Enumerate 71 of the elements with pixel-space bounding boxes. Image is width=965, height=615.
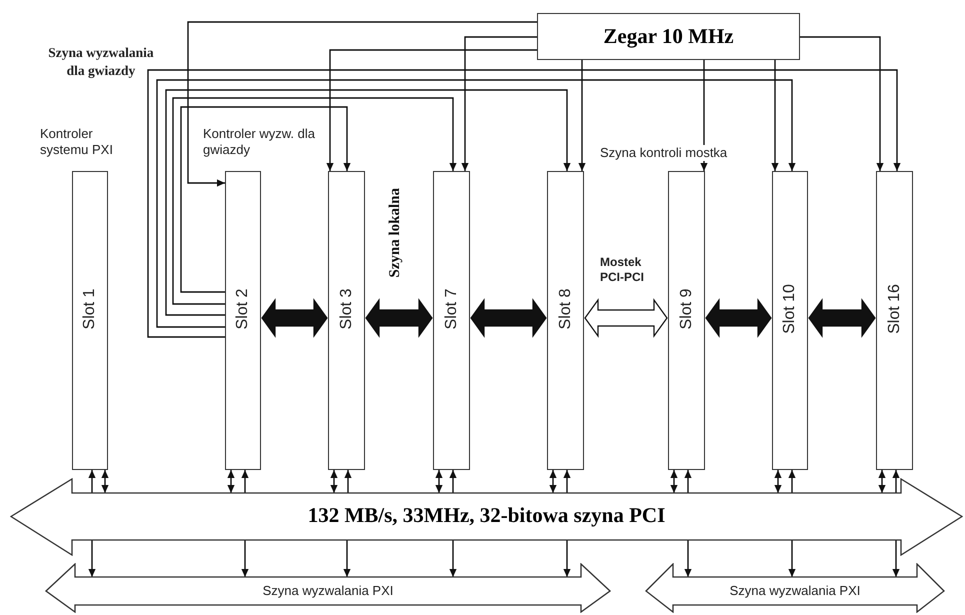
pci-bus — [10, 478, 963, 556]
double-arrow — [470, 298, 547, 338]
slot-label: Slot 7 — [442, 288, 460, 330]
slot-label: Slot 1 — [81, 288, 99, 330]
note: Kontroler wyzw. dla gwiazdy — [203, 126, 316, 158]
slot-box — [328, 171, 365, 470]
arrow — [670, 470, 678, 493]
arrow — [187, 21, 537, 187]
slot-box — [547, 171, 584, 470]
arrow — [449, 540, 457, 577]
note: Mostek PCI-PCI — [600, 255, 646, 285]
vertical-note: Szyna lokalna — [386, 188, 404, 278]
arrow — [563, 540, 571, 577]
double-arrow — [808, 298, 876, 338]
arrow — [892, 470, 900, 493]
slot-label: Slot 10 — [781, 284, 799, 334]
arrow — [788, 540, 796, 577]
arrow — [774, 470, 782, 493]
arrow — [147, 69, 901, 338]
slot-box — [876, 171, 913, 470]
trigger-bus — [45, 563, 611, 613]
slot-box — [225, 171, 261, 470]
arrow — [88, 470, 96, 493]
arrow — [563, 470, 571, 493]
arrow — [180, 106, 351, 293]
bus-label: 132 MB/s, 33MHz, 32-bitowa szyna PCI — [306, 503, 666, 528]
clock-label: Zegar 10 MHz — [603, 24, 734, 49]
double-arrow — [584, 298, 668, 338]
slot-box — [772, 171, 808, 470]
arrow — [449, 470, 457, 493]
arrow — [771, 60, 779, 171]
bus-label: Szyna wyzwalania PXI — [262, 582, 394, 598]
slot-box — [668, 171, 705, 470]
note: Kontroler systemu PXI — [40, 126, 114, 158]
arrow — [241, 540, 249, 577]
arrow — [892, 540, 900, 577]
arrow — [165, 89, 571, 316]
arrow — [172, 97, 457, 305]
slot-label: Slot 9 — [678, 288, 696, 330]
arrow — [241, 470, 249, 493]
arrow — [549, 470, 557, 493]
arrow — [800, 36, 884, 171]
trigger-bus — [645, 563, 945, 613]
slot-label: Slot 16 — [886, 284, 904, 334]
arrow — [227, 470, 235, 493]
clock-box — [537, 13, 800, 60]
slot-box — [433, 171, 470, 470]
arrow — [344, 470, 352, 493]
double-arrow — [261, 298, 328, 338]
arrow — [101, 470, 109, 493]
arrow — [684, 470, 692, 493]
arrow — [435, 470, 443, 493]
bus-label: Szyna wyzwalania PXI — [728, 582, 862, 598]
arrow — [88, 540, 96, 577]
slot-label: Slot 8 — [556, 288, 574, 330]
arrow — [684, 540, 692, 577]
arrow — [326, 49, 537, 171]
arrow — [156, 79, 796, 328]
slot-label: Slot 2 — [234, 288, 252, 330]
note: Szyna kontroli mostka — [600, 145, 728, 162]
arrow — [330, 470, 338, 493]
slot-label: Slot 3 — [338, 288, 356, 330]
arrow — [578, 60, 586, 171]
double-arrow — [705, 298, 772, 338]
arrow — [343, 540, 351, 577]
arrow — [788, 470, 796, 493]
slot-box — [72, 171, 108, 470]
arrow — [878, 470, 886, 493]
double-arrow — [365, 298, 433, 338]
note: Szyna wyzwalania dla gwiazdy — [47, 44, 155, 80]
arrow — [461, 36, 537, 171]
